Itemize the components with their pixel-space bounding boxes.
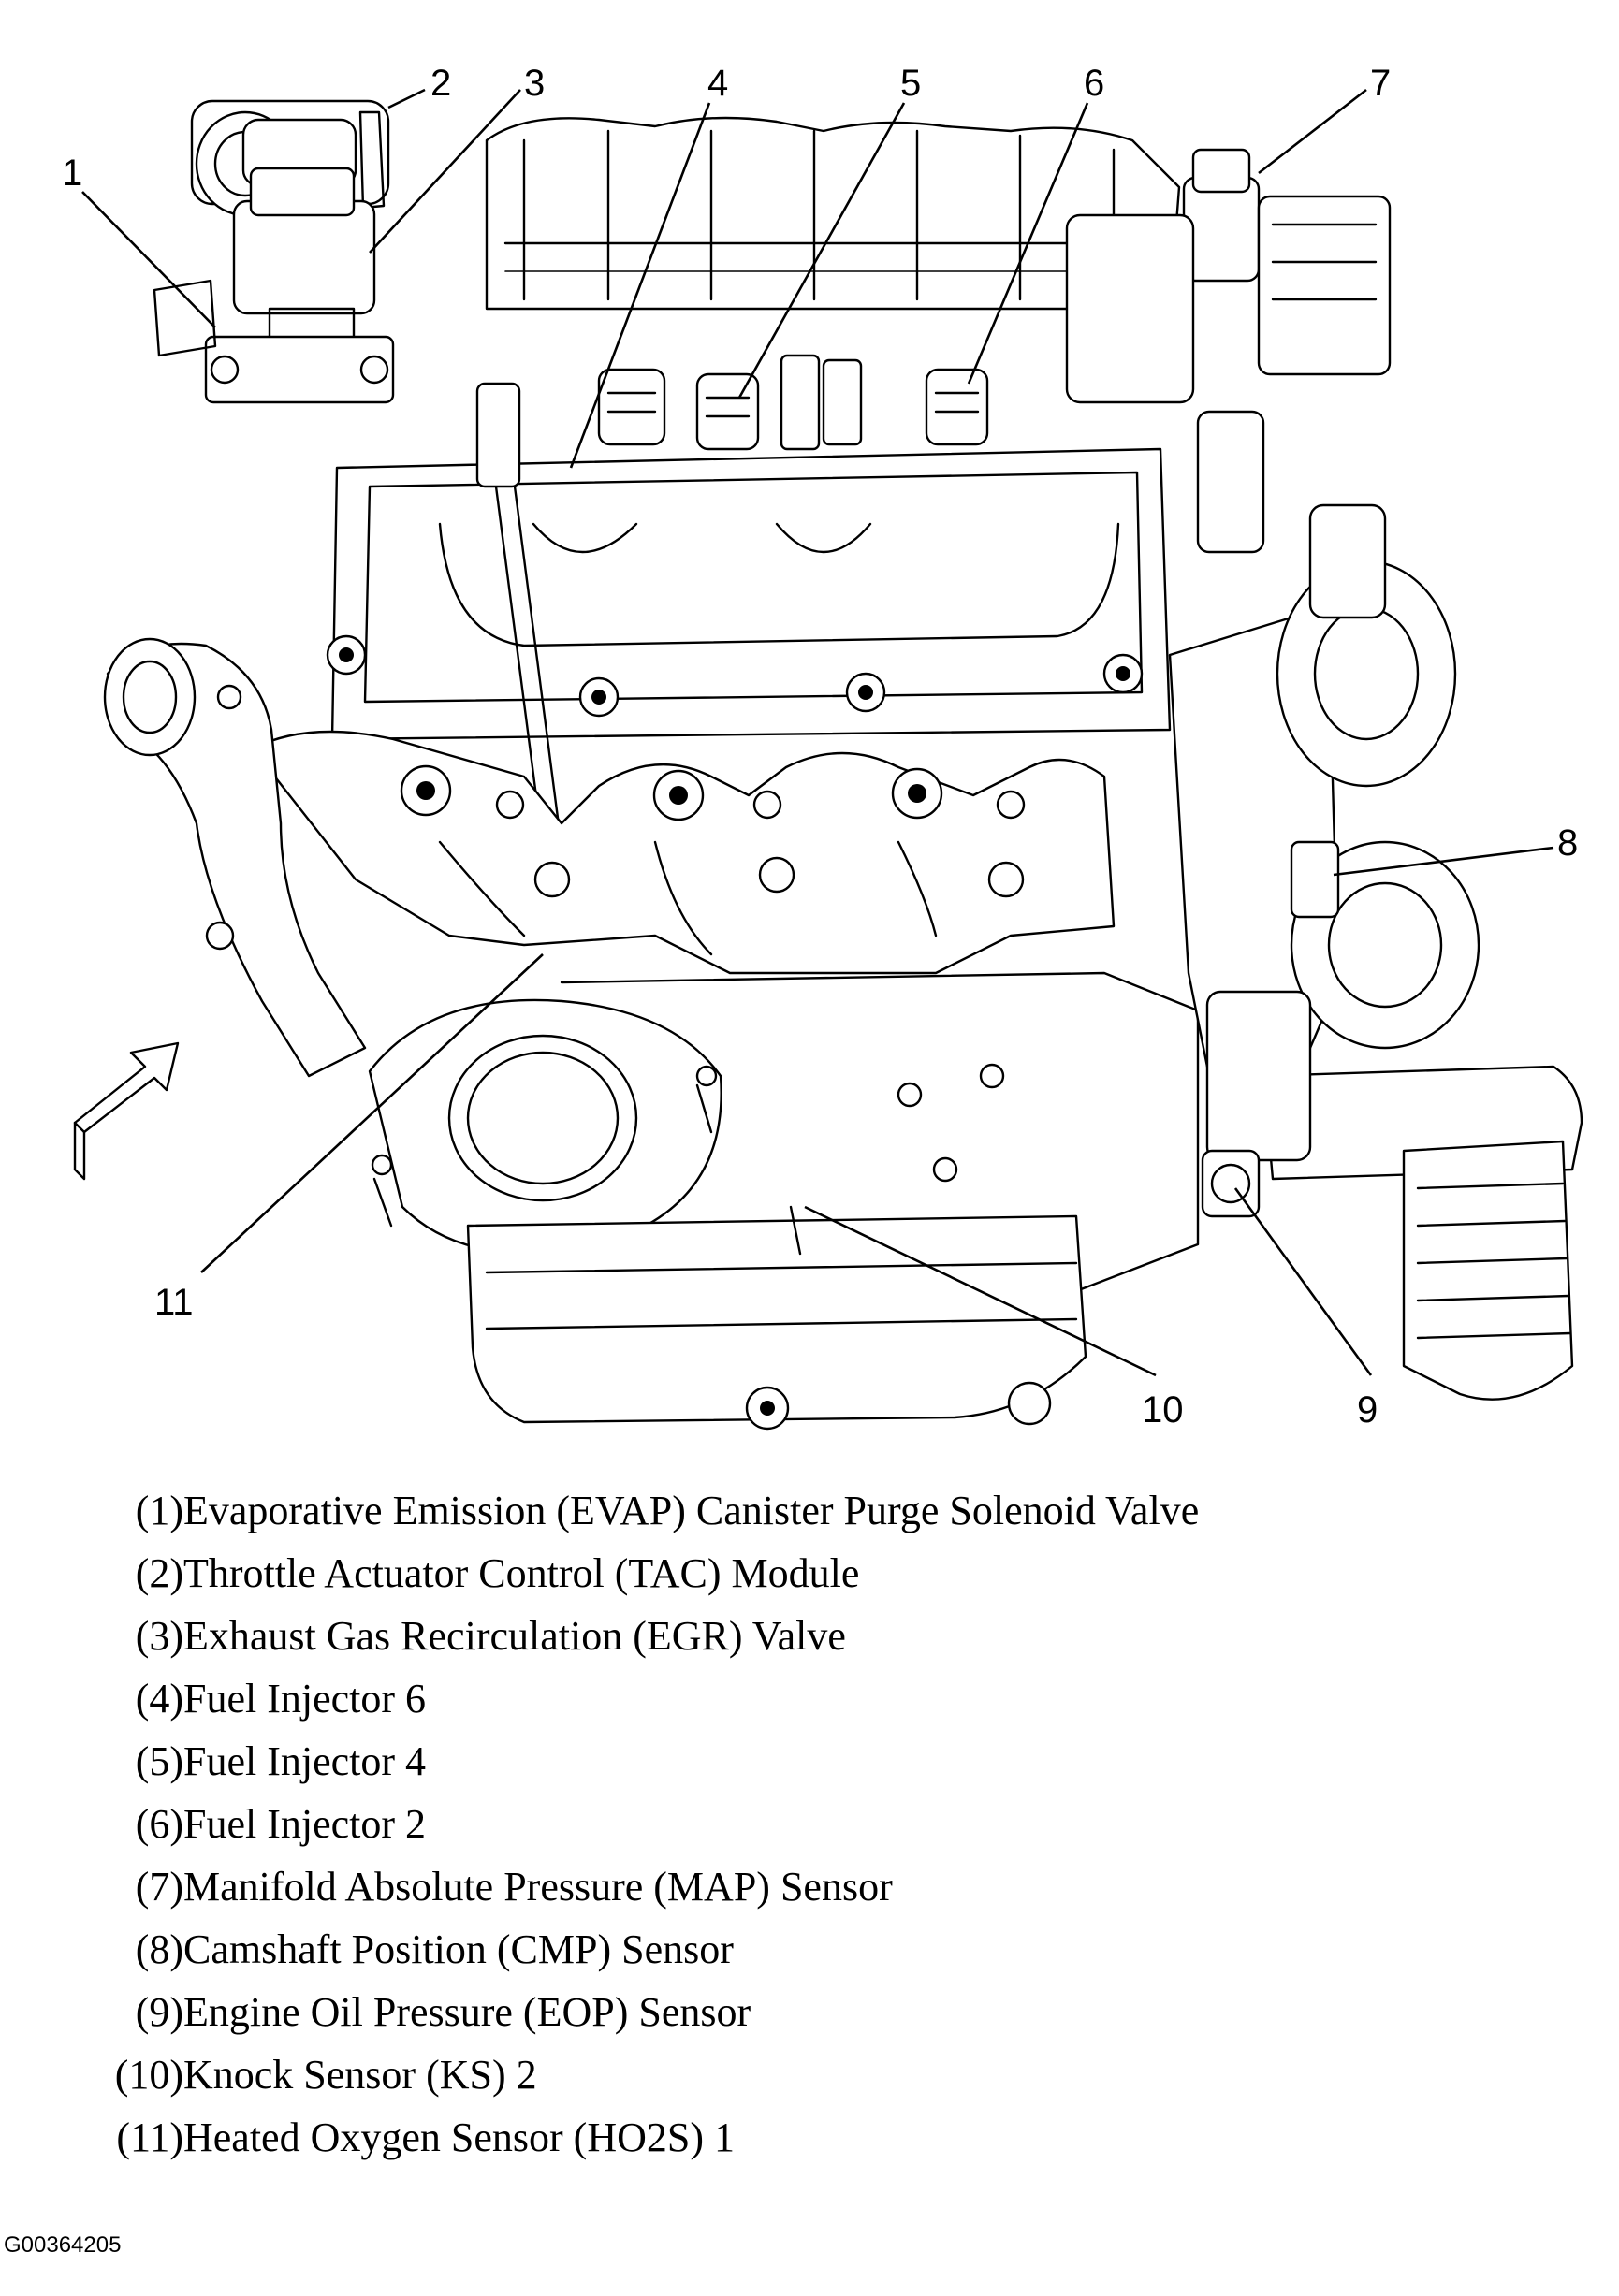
callout-9: 9 [1357,1389,1378,1431]
dipstick-tube [475,382,563,849]
legend-number: (2) [135,1550,183,1596]
egr-valve [153,167,395,404]
legend-label: Heated Oxygen Sensor (HO2S) 1 [183,2114,735,2160]
intake-manifold [485,116,1181,311]
callout-2: 2 [430,63,451,104]
legend-number: (7) [135,1864,183,1910]
legend-number: (8) [135,1926,183,1972]
legend-number: (10) [114,2052,183,2098]
exhaust-manifold [251,730,1116,975]
callout-1: 1 [62,153,82,194]
legend-label: Engine Oil Pressure (EOP) Sensor [183,1989,751,2035]
callout-7: 7 [1370,63,1391,104]
timing-cover [1168,410,1480,1068]
callout-labels: 1 2 3 4 5 6 7 8 9 10 11 [62,63,1578,1431]
legend-label: Fuel Injector 6 [183,1676,427,1722]
callout-10: 10 [1142,1389,1184,1431]
legend-number: (4) [135,1676,183,1722]
legend-number: (9) [135,1989,183,2035]
exhaust-pipe [103,637,367,1078]
fuel-injectors [597,354,989,451]
legend-number: (11) [116,2114,183,2160]
engine-component-diagram: 1 2 3 4 5 6 7 8 9 10 11 [62,63,1583,1431]
figure-id: G00364205 [4,2232,122,2258]
legend-number: (3) [135,1613,183,1659]
legend-number: (1) [135,1488,183,1533]
legend-label: Throttle Actuator Control (TAC) Module [183,1550,860,1596]
legend-label: Knock Sensor (KS) 2 [183,2052,537,2098]
legend-number: (6) [135,1801,183,1847]
oil-filter [1201,990,1583,1401]
legend-label: Evaporative Emission (EVAP) Canister Pur… [183,1488,1200,1533]
legend-label: Fuel Injector 2 [183,1801,427,1847]
legend-label: Fuel Injector 4 [183,1738,427,1784]
callout-6: 6 [1084,63,1104,104]
legend-label: Camshaft Position (CMP) Sensor [183,1926,734,1972]
exhaust-flange [368,998,722,1255]
leader-lines [81,88,1554,1377]
valve-cover [326,447,1172,741]
legend-label: Manifold Absolute Pressure (MAP) Sensor [183,1864,893,1910]
callout-5: 5 [900,63,921,104]
map-sensor [1065,148,1392,404]
engine-drawing [73,99,1583,1431]
legend-label: Exhaust Gas Recirculation (EGR) Valve [183,1613,846,1659]
callout-8: 8 [1557,822,1578,864]
front-direction-arrow [73,1041,180,1181]
callout-3: 3 [524,63,545,104]
legend-number: (5) [135,1738,183,1784]
callout-4: 4 [707,63,728,104]
callout-11: 11 [154,1282,194,1323]
